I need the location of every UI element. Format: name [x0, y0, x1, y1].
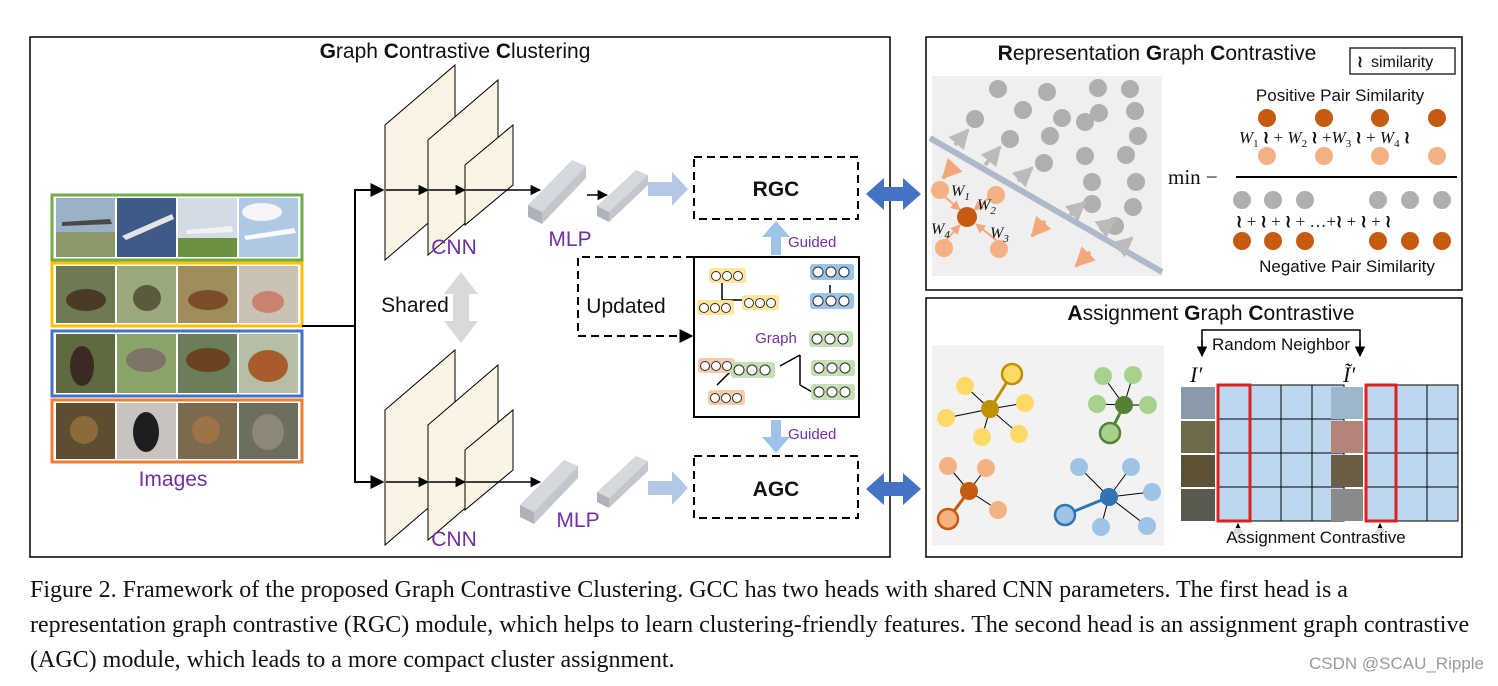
figure-caption: Figure 2. Framework of the proposed Grap…: [30, 577, 1470, 673]
anchor-neighborhood: W1 W2 W3 W4: [931, 181, 1009, 258]
random-neighbor-bracket: Random Neighbor: [1196, 329, 1366, 358]
deer-row: [50, 261, 304, 328]
mlp-top-label: MLP: [548, 228, 591, 251]
watermark: CSDN @SCAU_Ripple: [1308, 654, 1484, 673]
graph-label: Graph: [755, 330, 797, 347]
guided-arrow-top: Guided: [762, 221, 836, 255]
rgc-label: RGC: [753, 178, 800, 201]
cnn-top: CNN: [384, 63, 542, 262]
random-neighbor-label: Random Neighbor: [1212, 335, 1350, 354]
agc-label: AGC: [753, 478, 800, 501]
similarity-legend: ≀ similarity: [1349, 47, 1456, 75]
link-arrow-rgc: [866, 178, 921, 210]
link-arrow-agc: [866, 473, 921, 505]
airplane-row: [50, 193, 304, 262]
min-label: min −: [1168, 165, 1218, 189]
assignment-matrix-right: [1331, 383, 1459, 523]
guided-arrow-bottom: Guided: [762, 420, 836, 453]
rgc-panel-title: Representation Graph Contrastive: [998, 42, 1317, 65]
guided-top-label: Guided: [788, 234, 836, 251]
cnn-bottom-label: CNN: [431, 528, 477, 551]
dog-row: [50, 329, 304, 398]
positive-pair-label: Positive Pair Similarity: [1256, 86, 1425, 105]
rgc-panel: Representation Graph Contrastive ≀ simil…: [925, 36, 1463, 291]
loss-expression: min − Positive Pair Similarity W1 ≀ + W2…: [1168, 86, 1457, 276]
image-connector: [302, 183, 385, 489]
assignment-contrastive-label: Assignment Contrastive: [1226, 528, 1406, 547]
agc-panel-title: Assignment Graph Contrastive: [1067, 302, 1354, 325]
i-tilde-prime-label: Ĩ′: [1342, 362, 1356, 387]
image-grid: [50, 193, 304, 464]
agc-panel: Assignment Graph Contrastive: [925, 297, 1463, 558]
gcc-title: Graph Contrastive Clustering: [320, 40, 591, 63]
mlp-top: MLP: [528, 160, 688, 251]
assignment-matrix-left: [1181, 383, 1345, 523]
similarity-legend-label: similarity: [1371, 54, 1433, 71]
embedding-space: W1 W2 W3 W4: [928, 76, 1164, 276]
rgc-box: RGC: [693, 156, 859, 220]
mlp-bottom: MLP: [520, 456, 688, 532]
agc-box: AGC: [693, 455, 859, 519]
assignment-contrastive-bracket: Assignment Contrastive: [1218, 522, 1414, 548]
framework-figure: Graph Contrastive Clustering: [29, 36, 1463, 558]
tilde-icon: ≀: [1357, 54, 1363, 71]
cnn-bottom: CNN: [384, 348, 542, 551]
cnn-top-label: CNN: [431, 236, 477, 259]
mlp-bottom-label: MLP: [556, 509, 599, 532]
positive-sum: W1 ≀ + W2 ≀ +W3 ≀ + W4 ≀: [1239, 128, 1410, 150]
monkey-row: [50, 398, 304, 464]
updated-label: Updated: [586, 295, 665, 318]
cluster-graphs: [932, 345, 1164, 545]
shared-arrow: Shared: [381, 272, 478, 343]
i-prime-label: I′: [1189, 362, 1203, 387]
graph-box: Graph: [693, 256, 860, 418]
images-label: Images: [139, 468, 208, 491]
guided-bottom-label: Guided: [788, 426, 836, 443]
negative-pair-label: Negative Pair Similarity: [1259, 257, 1435, 276]
negative-sum: ≀ + ≀ + ≀ + …+≀ + ≀ + ≀: [1236, 212, 1391, 231]
updated-path: Updated: [577, 256, 694, 343]
shared-label: Shared: [381, 294, 449, 317]
gcc-panel: Graph Contrastive Clustering: [29, 36, 891, 558]
